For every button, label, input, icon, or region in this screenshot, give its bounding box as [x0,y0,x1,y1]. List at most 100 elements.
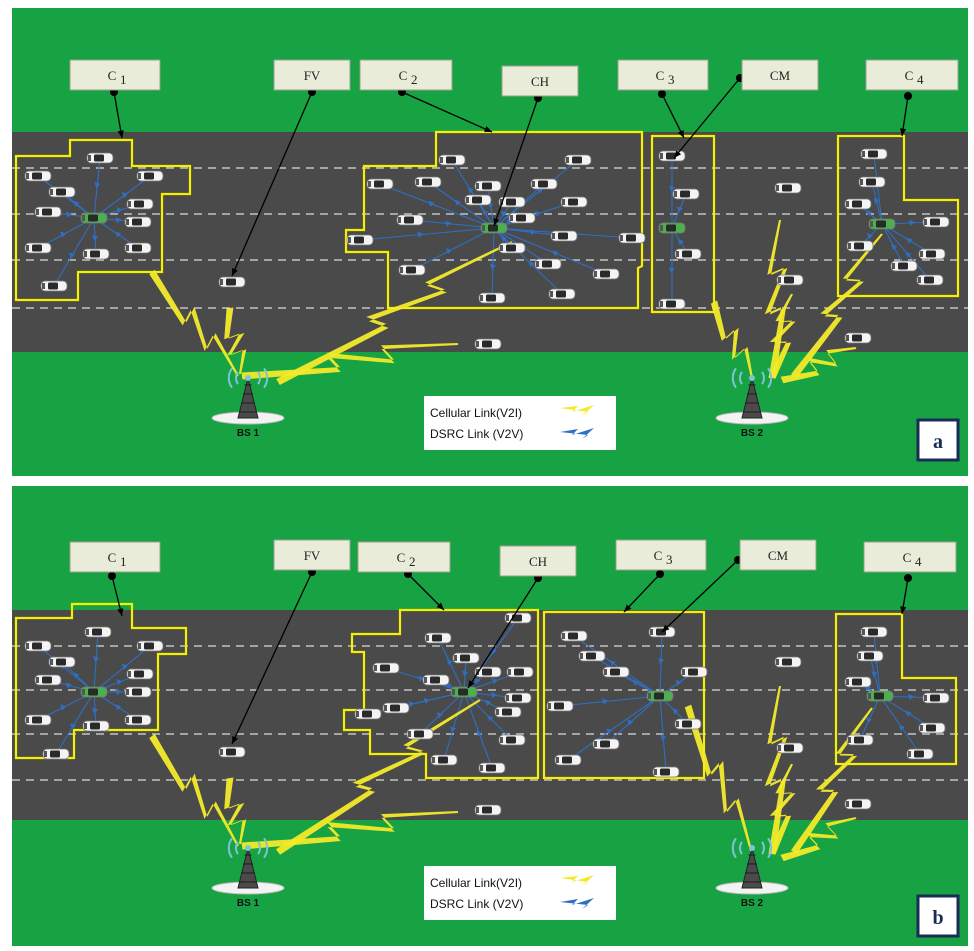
label-ch: CH [502,66,578,96]
car-icon [579,651,605,661]
car-icon [397,215,423,225]
car-icon [603,667,629,677]
panel-letter-a: a [918,420,958,460]
panel-letter-b: b [918,896,958,936]
car-icon [125,243,151,253]
svg-text:4: 4 [917,72,924,87]
svg-text:3: 3 [668,72,675,87]
car-icon [907,749,933,759]
car-icon [845,199,871,209]
car-icon [549,289,575,299]
car-icon [675,719,701,729]
car-icon [561,631,587,641]
car-icon [431,755,457,765]
car-icon [845,799,871,809]
car-icon [25,641,51,651]
car-icon [25,171,51,181]
car-icon [681,667,707,677]
legend-cellular-label: Cellular Link(V2I) [430,406,522,420]
car-icon [479,763,505,773]
car-icon [25,715,51,725]
label-c2: C2 [358,542,450,572]
label-ch: CH [500,546,576,576]
car-icon [83,249,109,259]
label-cm: CM [740,540,816,570]
car-icon [555,755,581,765]
car-icon [475,339,501,349]
cluster-head-car-icon [647,691,673,701]
car-icon [475,181,501,191]
svg-text:1: 1 [120,554,127,569]
label-c3: C3 [616,540,706,570]
car-icon [845,333,871,343]
car-icon [675,249,701,259]
car-icon [847,735,873,745]
car-icon [125,217,151,227]
cluster-head-car-icon [81,687,107,697]
car-icon [41,281,67,291]
car-icon [87,153,113,163]
car-icon [659,299,685,309]
svg-text:C: C [905,68,914,83]
car-icon [407,729,433,739]
car-icon [479,293,505,303]
svg-text:2: 2 [409,554,416,569]
svg-text:C: C [903,550,912,565]
car-icon [531,179,557,189]
legend-dsrc-label: DSRC Link (V2V) [430,897,523,911]
legend: Cellular Link(V2I) DSRC Link (V2V) [424,396,616,450]
car-icon [507,667,533,677]
car-icon [861,627,887,637]
label-fv: FV [274,540,350,570]
car-icon [505,693,531,703]
base-station-label: BS 2 [741,898,764,909]
car-icon [425,633,451,643]
svg-text:C: C [108,550,117,565]
panel-letter-text: b [932,907,943,929]
car-icon [653,767,679,777]
car-icon [125,715,151,725]
car-icon [85,627,111,637]
car-icon [509,213,535,223]
car-icon [845,677,871,687]
car-icon [383,703,409,713]
cluster-head-car-icon [867,691,893,701]
svg-text:C: C [656,68,665,83]
base-station-label: BS 1 [237,898,260,909]
car-icon [127,669,153,679]
car-icon [125,687,151,697]
car-icon [415,177,441,187]
car-icon [137,171,163,181]
cluster-head-car-icon [869,219,895,229]
car-icon [499,735,525,745]
car-icon [127,199,153,209]
car-icon [355,709,381,719]
car-icon [593,269,619,279]
base-station-label: BS 1 [237,428,260,439]
svg-text:C: C [108,68,117,83]
label-c1: C1 [70,542,160,572]
car-icon [367,179,393,189]
car-icon [35,675,61,685]
car-icon [499,243,525,253]
svg-text:CM: CM [770,68,791,83]
car-icon [859,177,885,187]
car-icon [917,275,943,285]
car-icon [475,805,501,815]
svg-text:3: 3 [666,552,673,567]
car-icon [565,155,591,165]
car-icon [49,657,75,667]
car-icon [83,721,109,731]
legend-dsrc-label: DSRC Link (V2V) [430,427,523,441]
svg-text:1: 1 [120,72,127,87]
svg-text:C: C [654,548,663,563]
car-icon [49,187,75,197]
car-icon [775,183,801,193]
car-icon [777,743,803,753]
car-icon [857,651,883,661]
